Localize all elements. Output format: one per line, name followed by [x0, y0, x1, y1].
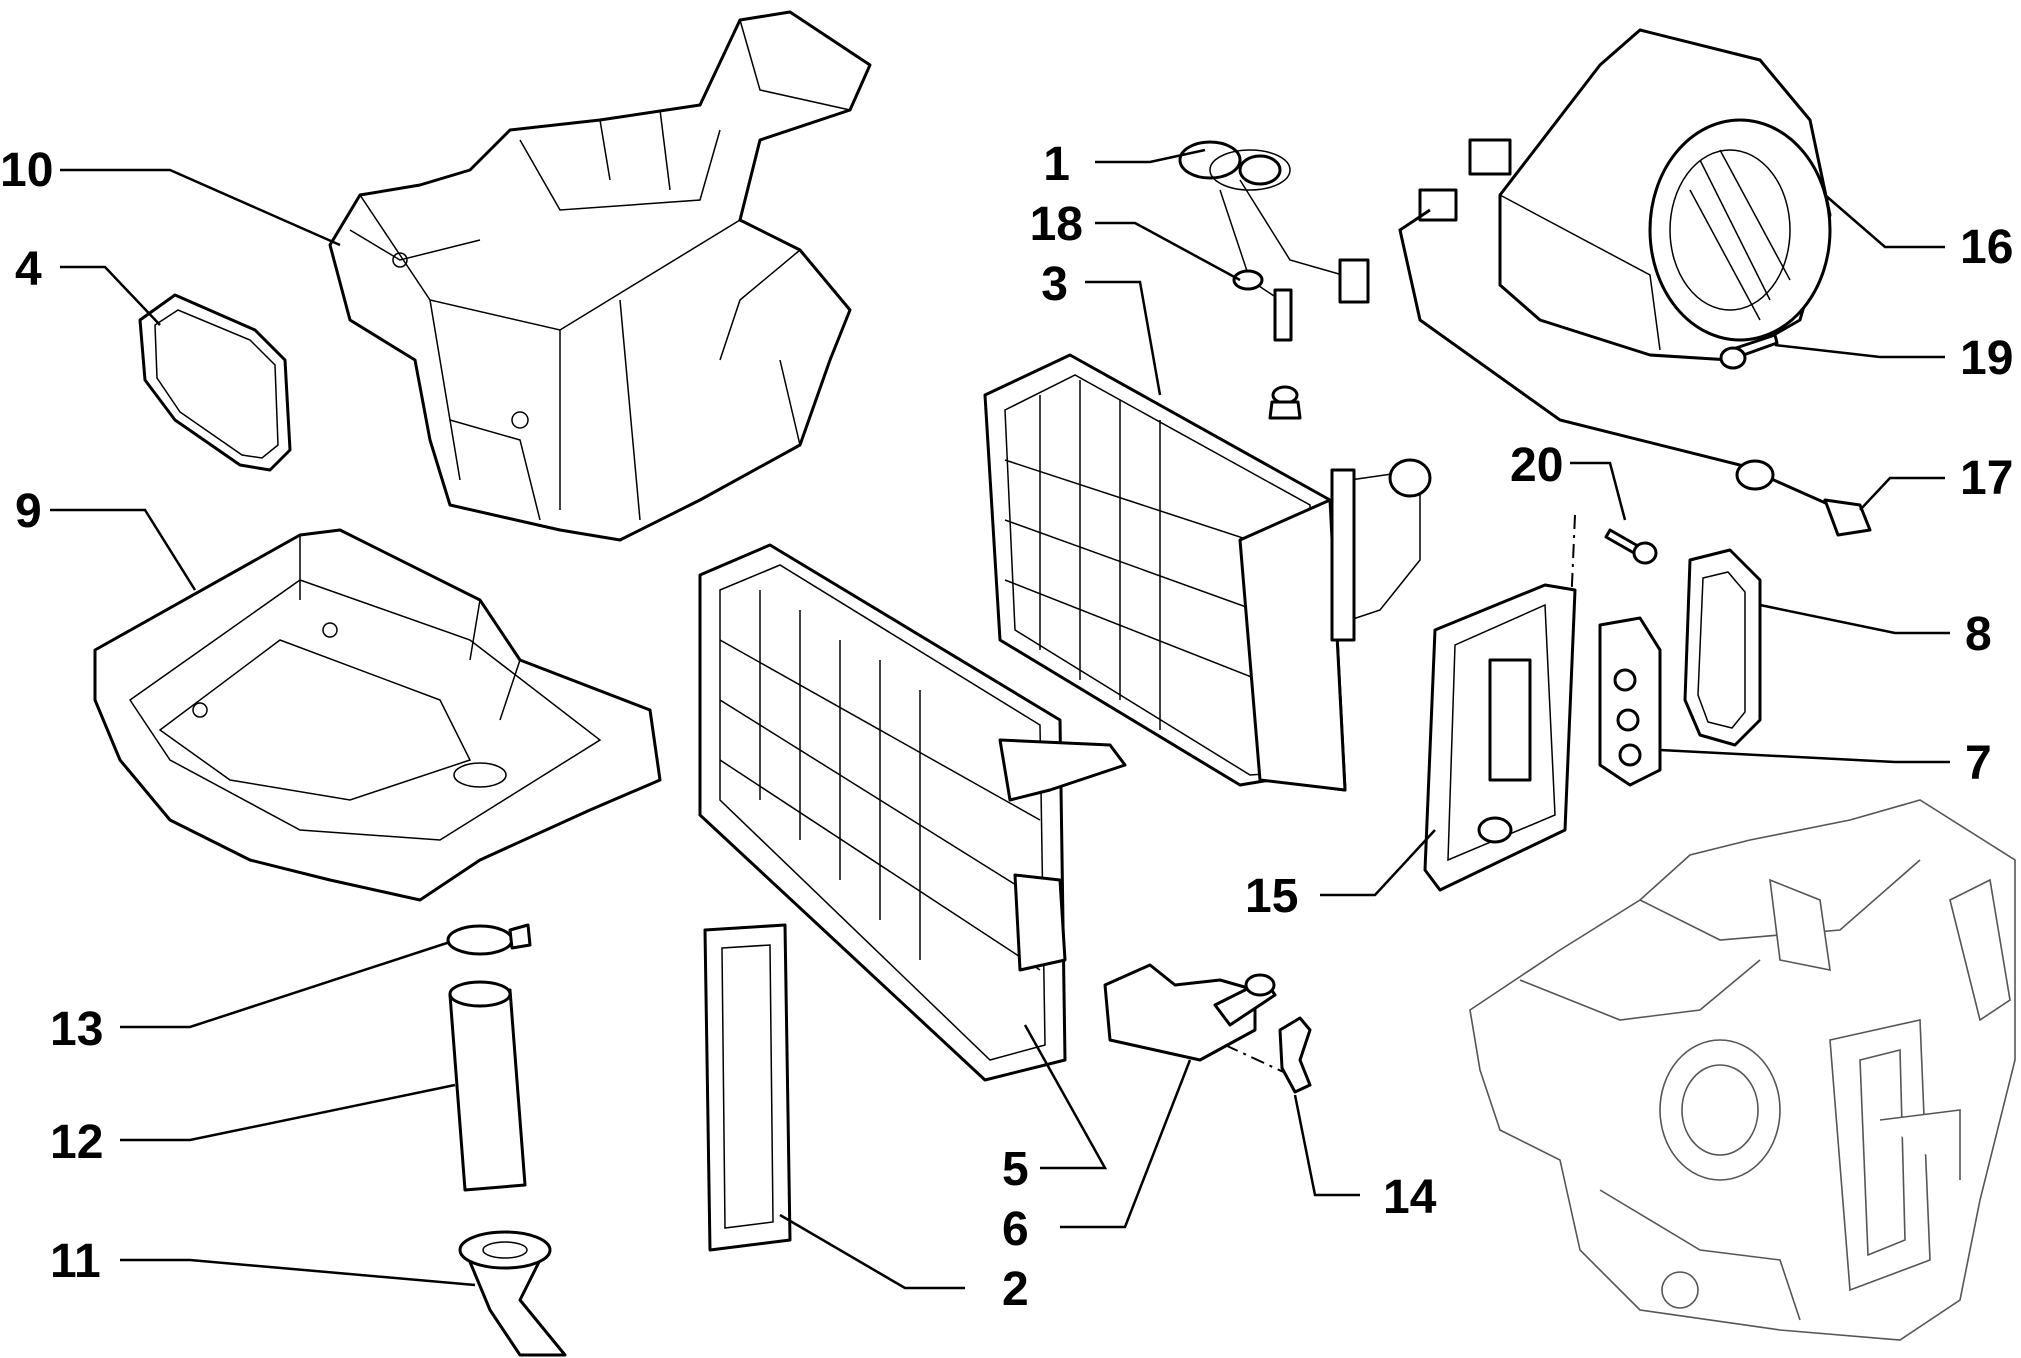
part-10-upper-housing	[328, 10, 872, 542]
part-13-clamp	[446, 923, 532, 956]
leader-13	[120, 940, 451, 1029]
callout-10: 10	[0, 144, 53, 197]
part-15-cover	[1423, 583, 1577, 892]
callout-19: 19	[1960, 332, 2013, 385]
callout-18: 18	[1030, 198, 1083, 251]
leader-6	[1060, 1059, 1192, 1229]
callout-1: 1	[1043, 138, 1070, 191]
callout-20: 20	[1510, 439, 1563, 492]
leader-18	[1095, 221, 1241, 282]
leader-20	[1570, 461, 1627, 521]
part-18-seal	[1232, 269, 1302, 420]
part-17-cable	[1398, 208, 1872, 537]
leader-10	[60, 168, 341, 247]
part-3-evaporator	[983, 353, 1432, 792]
leader-2	[779, 1213, 965, 1290]
part-6-fitting	[1103, 963, 1291, 1076]
part-7-grommet	[1598, 616, 1662, 787]
leader-17	[1859, 476, 1945, 511]
callout-17: 17	[1960, 452, 2013, 505]
leader-8	[1759, 603, 1950, 635]
callout-15: 15	[1245, 870, 1298, 923]
leader-12	[120, 1083, 456, 1142]
callout-numbers: 1 18 3 10 4 9 13 12 11 2 5 6 14 15 20 16…	[0, 138, 2013, 1316]
callout-8: 8	[1965, 608, 1992, 661]
assembled-unit-reference-view	[1469, 799, 2016, 1341]
callout-14: 14	[1383, 1171, 1437, 1224]
callout-12: 12	[50, 1116, 103, 1169]
callout-3: 3	[1041, 258, 1068, 311]
callout-6: 6	[1002, 1203, 1029, 1256]
leader-11	[120, 1258, 476, 1287]
part-12-drain-hose	[448, 980, 527, 1192]
leader-lines	[50, 148, 1950, 1290]
callout-13: 13	[50, 1003, 103, 1056]
part-19-screw	[1719, 333, 1779, 370]
callout-11: 11	[50, 1235, 101, 1288]
leader-14	[1293, 1094, 1360, 1197]
leader-16	[1824, 194, 1945, 249]
leader-9	[50, 508, 197, 591]
leader-4	[60, 265, 161, 326]
leader-19	[1774, 343, 1945, 359]
leader-15	[1320, 829, 1436, 897]
part-4-gasket	[138, 293, 292, 472]
part-8-seal	[1683, 548, 1762, 747]
part-20-screw	[1569, 514, 1658, 631]
part-14-bracket	[1278, 1016, 1312, 1094]
callout-16: 16	[1960, 221, 2013, 274]
leader-3	[1085, 280, 1162, 396]
leader-1	[1095, 148, 1206, 164]
callout-2: 2	[1002, 1263, 1029, 1316]
part-5-heater-core	[698, 543, 1127, 1082]
part-16-blower	[1418, 28, 1832, 362]
callout-7: 7	[1965, 737, 1992, 790]
part-9-lower-housing	[93, 528, 662, 902]
callout-5: 5	[1002, 1143, 1029, 1196]
leader-7	[1659, 748, 1950, 764]
callout-9: 9	[15, 485, 42, 538]
part-1-pressure-switch	[1178, 140, 1370, 342]
leader-5	[1023, 1024, 1108, 1170]
part-2-filter	[703, 923, 792, 1252]
part-11-drain-outlet	[458, 1230, 567, 1357]
callout-4: 4	[15, 243, 42, 296]
